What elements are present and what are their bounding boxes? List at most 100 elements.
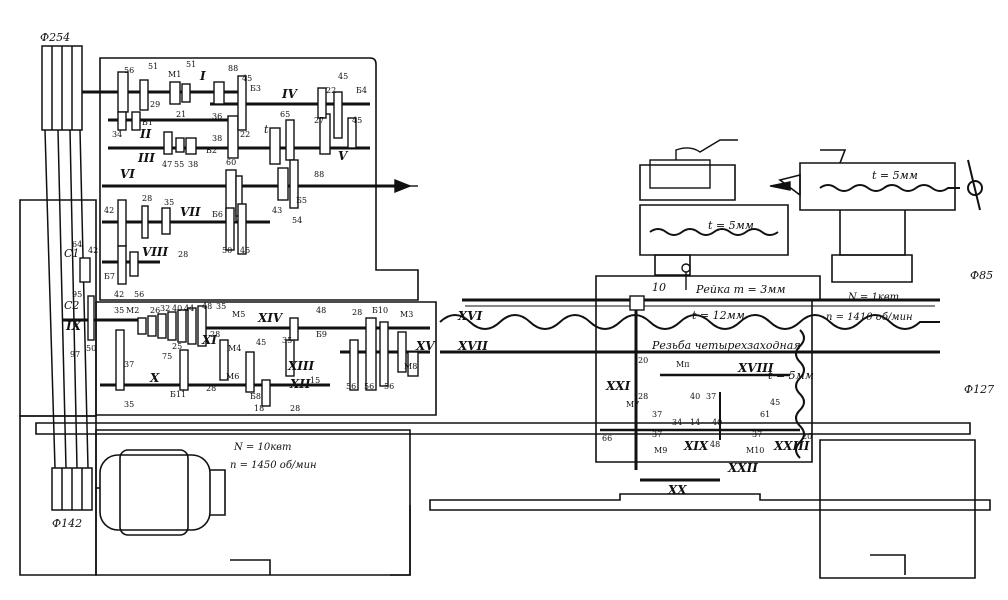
gear-count: 38 bbox=[188, 160, 199, 169]
coupling-label: М10 bbox=[746, 446, 765, 455]
shaft-label-XV: XV bbox=[416, 339, 435, 353]
gear-count: 45 bbox=[240, 246, 251, 255]
gear-count: 37 bbox=[752, 430, 763, 439]
coupling-label: М3 bbox=[400, 310, 414, 319]
shaft-label-VII: VII bbox=[180, 205, 201, 219]
gear-count: 27 bbox=[314, 116, 325, 125]
gear-count: 29 bbox=[150, 100, 161, 109]
shaft-label-V: V bbox=[338, 149, 348, 163]
gear-count: 34 bbox=[672, 418, 683, 427]
feed-motor-power: N = 1квт bbox=[848, 292, 900, 303]
shaft-label-XXII: XXII bbox=[728, 461, 758, 475]
gear-count: 65 bbox=[280, 110, 291, 119]
gear-count: 42 bbox=[114, 290, 125, 299]
motor-pulley-diameter: Ф142 bbox=[52, 517, 83, 530]
gear-count: 50 bbox=[86, 344, 97, 353]
shaft-label-I: I bbox=[200, 69, 206, 83]
c1-label: C1 bbox=[64, 247, 80, 260]
shaft-label-XXIII: XXIII bbox=[774, 439, 810, 453]
coupling-label: М8 bbox=[404, 362, 418, 371]
block-label: Б3 bbox=[250, 84, 261, 93]
block-label: Б2 bbox=[206, 146, 217, 155]
gear-count: 37 bbox=[124, 360, 135, 369]
gear-count: 45 bbox=[338, 72, 349, 81]
gear-count: 44 bbox=[184, 304, 195, 313]
main-motor bbox=[95, 449, 226, 536]
feed-pulley-bottom-diameter: Ф127 bbox=[964, 383, 995, 396]
shaft-label-XX: XX bbox=[668, 483, 687, 497]
gear-count: 35 bbox=[114, 306, 125, 315]
gear-count: 14 bbox=[690, 418, 701, 427]
shaft-label-IX: IX bbox=[66, 319, 81, 333]
cross-slide-screw-pitch: t = 5мм bbox=[708, 219, 754, 232]
gear-count: 66 bbox=[602, 434, 613, 443]
gear-count: 40 bbox=[172, 304, 183, 313]
gear-count: 28 bbox=[178, 250, 189, 259]
gear-count: 28 bbox=[638, 392, 649, 401]
block-label: Б1 bbox=[142, 118, 153, 127]
gear-count: 55 bbox=[174, 160, 185, 169]
gear-count: 56 bbox=[346, 382, 357, 391]
coupling-label: М2 bbox=[126, 306, 140, 315]
shaft-label-XIX: XIX bbox=[684, 439, 709, 453]
gear-count: 25 bbox=[172, 342, 183, 351]
headstock-housing bbox=[99, 57, 419, 301]
machine-bed bbox=[35, 422, 971, 435]
right-pedestal bbox=[819, 439, 976, 579]
gear-count: 15 bbox=[310, 376, 321, 385]
shaft-label-XVI: XVI bbox=[458, 309, 483, 323]
gear-count: 88 bbox=[228, 64, 239, 73]
gear-count: 28 bbox=[142, 194, 153, 203]
gear-count: 50 bbox=[222, 246, 233, 255]
gear-count: 28 bbox=[352, 308, 363, 317]
gear-count: 60 bbox=[226, 158, 237, 167]
carriage-gear-teeth: 10 bbox=[652, 281, 666, 294]
block-label: Б7 bbox=[104, 272, 115, 281]
block-label: Б5 bbox=[296, 196, 307, 205]
rack-module: Рейка m = 3мм bbox=[696, 283, 786, 296]
gear-count: 35 bbox=[164, 198, 175, 207]
carriage-cross-slide bbox=[639, 204, 789, 256]
gear-count: 97 bbox=[70, 350, 81, 359]
gear-count: 64 bbox=[72, 240, 83, 249]
gear-count: 48 bbox=[710, 440, 721, 449]
gear-count: 45 bbox=[256, 338, 267, 347]
coupling-label: М5 bbox=[232, 310, 246, 319]
gear-count: 37 bbox=[652, 410, 663, 419]
gear-count: 45 bbox=[770, 398, 781, 407]
gear-count: 20 bbox=[802, 432, 813, 441]
coupling-label: М7 bbox=[626, 400, 640, 409]
block-label: Б9 bbox=[316, 330, 327, 339]
c2-label: C2 bbox=[64, 299, 80, 312]
gear-count: 35 bbox=[124, 400, 135, 409]
gear-count: 36 bbox=[212, 112, 223, 121]
gear-count: 45 bbox=[242, 74, 253, 83]
coupling-label: М9 bbox=[654, 446, 668, 455]
coupling-label: М6 bbox=[226, 372, 240, 381]
shaft-label-VIII: VIII bbox=[142, 245, 169, 259]
shaft-label-VI: VI bbox=[120, 167, 135, 181]
gear-count: 48 bbox=[202, 302, 213, 311]
gear-count: 40 bbox=[690, 392, 701, 401]
feed-pulley-top-diameter: Ф85 bbox=[970, 269, 994, 282]
gear-count: 35 bbox=[216, 302, 227, 311]
shaft-label-XI: XI bbox=[202, 333, 217, 347]
gear-count: 20 bbox=[638, 356, 649, 365]
bed-lower bbox=[429, 493, 991, 511]
gear-count: 21 bbox=[176, 110, 187, 119]
base-left bbox=[19, 415, 97, 576]
gear-count: 40 bbox=[712, 418, 723, 427]
gear-count: 56 bbox=[384, 382, 395, 391]
gear-count: 51 bbox=[186, 60, 197, 69]
gear-count: 45 bbox=[352, 116, 363, 125]
gear-count: 95 bbox=[72, 290, 83, 299]
gear-count: 43 bbox=[272, 206, 283, 215]
block-label: Б6 bbox=[212, 210, 223, 219]
shaft-label-III: III bbox=[138, 151, 155, 165]
feed-motor-speed: n = 1410 об/мин bbox=[826, 312, 913, 323]
block-label: Б8 bbox=[250, 392, 261, 401]
gear-count: 42 bbox=[104, 206, 115, 215]
main-motor-speed: n = 1450 об/мин bbox=[230, 460, 317, 471]
gear-count: 54 bbox=[292, 216, 303, 225]
